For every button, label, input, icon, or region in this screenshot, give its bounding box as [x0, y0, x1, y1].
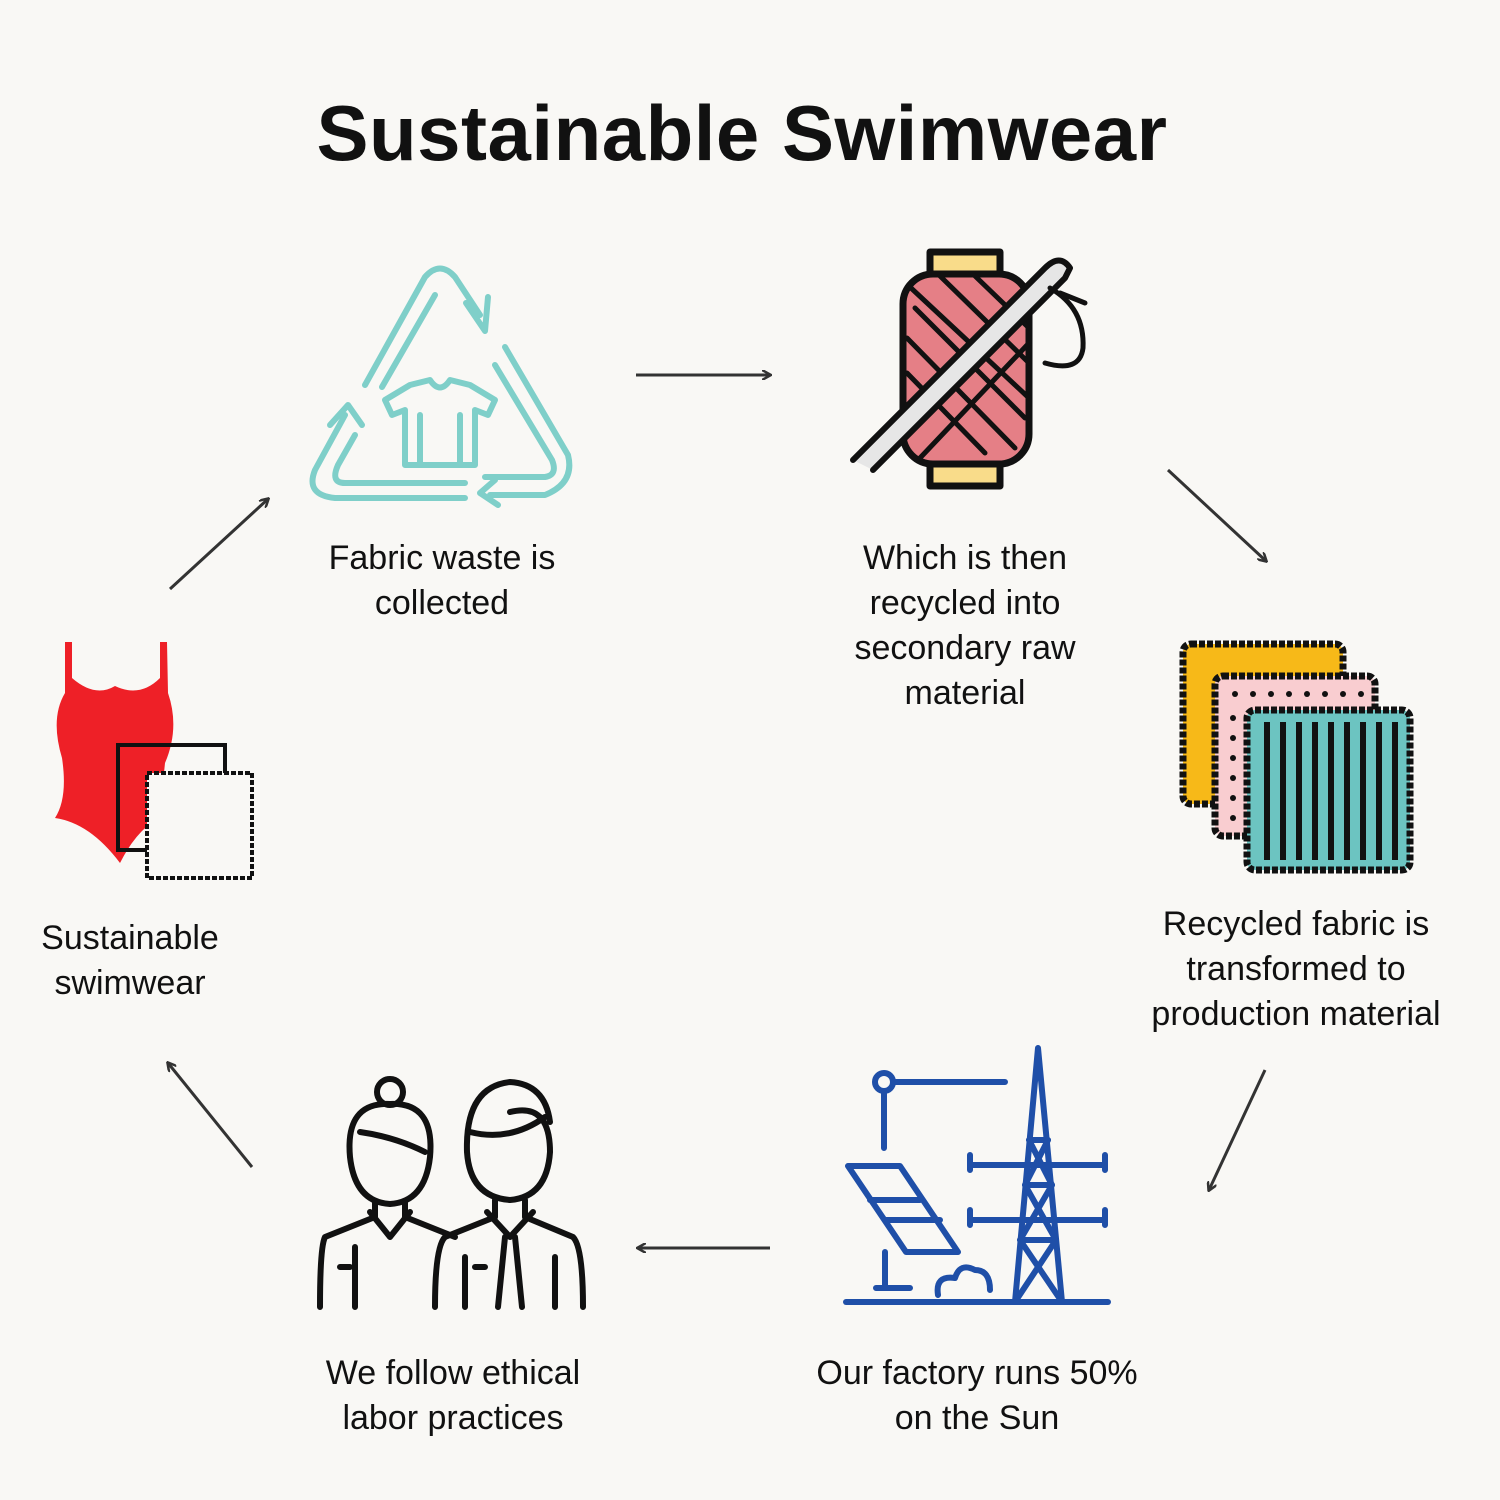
arrow-down-right-icon: [1166, 468, 1266, 561]
label-line: We follow ethical: [325, 1354, 581, 1392]
thread-spool-needle-icon: [850, 248, 1088, 490]
label-line: Our factory runs 50%: [816, 1354, 1138, 1392]
arrow-up-left-icon: [168, 1063, 254, 1168]
step-label-solar: Our factory runs 50% on the Sun: [767, 1351, 1187, 1441]
fabric-swatches-icon: [1179, 640, 1414, 874]
label-line: Recycled fabric is: [1162, 905, 1430, 943]
label-line: recycled into: [869, 584, 1061, 622]
label-line: labor practices: [342, 1399, 564, 1437]
label-line: Which is then: [862, 539, 1068, 577]
label-line: Fabric waste is: [328, 539, 556, 577]
label-line: production material: [1151, 995, 1441, 1033]
label-line: collected: [374, 584, 510, 622]
arrow-up-right-icon: [168, 499, 268, 591]
step-label-collect: Fabric waste is collected: [232, 536, 652, 626]
step-label-transform: Recycled fabric is transformed to produc…: [1086, 902, 1500, 1037]
label-line: transformed to: [1186, 950, 1406, 988]
label-line: swimwear: [54, 964, 206, 1002]
swimsuit-fabric-icon: [55, 642, 254, 880]
workers-icon: [317, 1076, 586, 1310]
step-label-swimwear: Sustainable swimwear: [0, 916, 340, 1006]
recycle-tshirt-icon: [309, 265, 573, 508]
step-label-recycle: Which is then recycled into secondary ra…: [755, 536, 1175, 716]
arrow-down-left-icon: [1209, 1069, 1267, 1190]
step-label-labor: We follow ethical labor practices: [243, 1351, 663, 1441]
label-line: Sustainable: [41, 919, 219, 957]
label-line: on the Sun: [894, 1399, 1060, 1437]
solar-power-tower-icon: [843, 1045, 1111, 1305]
label-line: secondary raw: [854, 629, 1076, 667]
page-title: Sustainable Swimwear: [316, 89, 1168, 177]
label-line: material: [904, 674, 1026, 712]
